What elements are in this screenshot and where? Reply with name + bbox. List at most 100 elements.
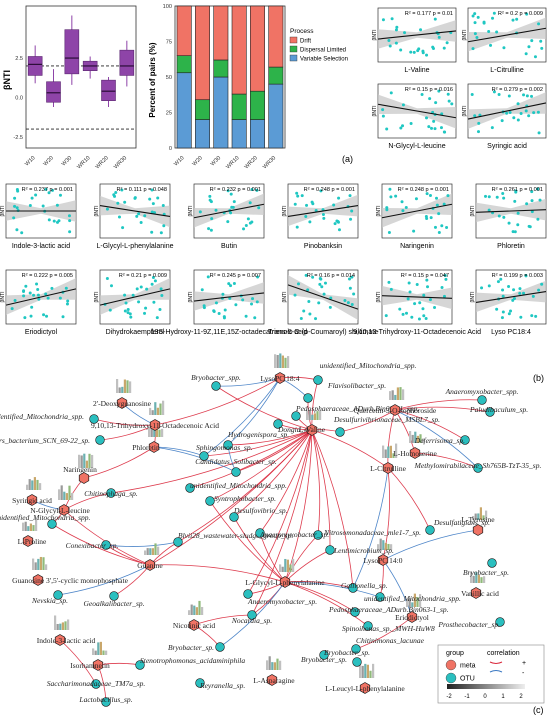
scatter-stat: R² = 0.248 p = 0.001 bbox=[398, 187, 449, 193]
otu-label: Dongia_sp. bbox=[277, 425, 313, 434]
scatter-point bbox=[394, 28, 398, 32]
scatter-point bbox=[308, 220, 312, 224]
scatter-point bbox=[444, 277, 448, 281]
scatter-point bbox=[433, 305, 437, 309]
bar-segment-drift bbox=[195, 5, 210, 101]
meta-node bbox=[274, 372, 286, 384]
regression-line bbox=[99, 288, 171, 306]
panel-c-label: (c) bbox=[533, 705, 544, 715]
scatter-point bbox=[507, 221, 511, 225]
grid-scatter-panel: R² = 0.16 p = 0.014βNTITrans-5-O-(p-Coum… bbox=[268, 269, 378, 336]
scatter-point bbox=[389, 195, 393, 199]
abundance-bar bbox=[144, 550, 147, 555]
scatter-point bbox=[435, 203, 439, 207]
scatter-point bbox=[471, 47, 475, 51]
otu-label: Bryobacter_sp. bbox=[168, 643, 214, 652]
abundance-bar bbox=[389, 391, 392, 400]
otu-label: Anaeromyxobacter_sp. bbox=[247, 597, 317, 606]
scatter-point bbox=[310, 200, 314, 204]
otu-node bbox=[363, 621, 373, 631]
scatter-point bbox=[425, 53, 429, 57]
meta-label: Guanosine 3',5'-cyclic monophosphate bbox=[12, 576, 128, 585]
scatter-stat: R² = 0.15 p = 0.047 bbox=[401, 273, 449, 279]
scatter-point bbox=[65, 302, 69, 306]
scatter-point bbox=[55, 220, 59, 224]
legend-label: Drift bbox=[300, 39, 311, 45]
otu-label: Desulfovibrio_sp. bbox=[233, 506, 288, 515]
meta-node bbox=[144, 559, 156, 571]
bar-segment-drift bbox=[176, 5, 192, 57]
scatter-point bbox=[30, 196, 34, 200]
scatter-point bbox=[150, 188, 154, 192]
otu-label: Others_bacterium_SCN_69-22_sp. bbox=[0, 436, 90, 445]
negative-edge bbox=[215, 377, 281, 387]
scatter-point bbox=[437, 35, 441, 39]
abundance-bar bbox=[279, 353, 282, 368]
stacked-ytick: 50 bbox=[166, 75, 172, 81]
scatter-point bbox=[437, 231, 441, 235]
scatter-point bbox=[473, 114, 477, 118]
otu-node bbox=[89, 414, 99, 424]
top-scatter-panel: R² = 0.15 p = 0.016βNTIN-Glycyl-L-leucin… bbox=[372, 83, 457, 150]
scatter-point bbox=[241, 298, 245, 302]
abundance-bar bbox=[284, 558, 287, 572]
meta-node bbox=[359, 682, 371, 694]
scatter-point bbox=[202, 304, 206, 308]
abundance-bar bbox=[105, 650, 108, 655]
otu-node bbox=[247, 610, 257, 620]
scatter-ylabel: βNTI bbox=[462, 30, 468, 41]
scatter-point bbox=[299, 317, 303, 321]
scatter-point bbox=[200, 288, 204, 292]
scatter-point bbox=[214, 208, 218, 212]
scatter-point bbox=[412, 229, 416, 233]
scatter-point bbox=[295, 225, 299, 229]
abundance-bar bbox=[479, 507, 482, 520]
abundance-bar bbox=[477, 575, 480, 583]
scatter-point bbox=[256, 275, 260, 279]
scatter-point bbox=[323, 281, 327, 285]
abundance-bar bbox=[28, 479, 31, 490]
scatter-point bbox=[42, 313, 46, 317]
otu-label: Bryobacter_sp. bbox=[324, 648, 370, 657]
scatter-point bbox=[350, 209, 354, 213]
abundance-bar bbox=[483, 576, 486, 583]
scatter-point bbox=[226, 220, 230, 224]
scatter-point bbox=[516, 118, 520, 122]
stacked-xtick: W10 bbox=[173, 155, 185, 167]
abundance-bar bbox=[92, 648, 95, 655]
abundance-bar bbox=[389, 445, 392, 458]
abundance-glyph bbox=[116, 378, 132, 393]
scatter-point bbox=[159, 287, 163, 291]
scatter-point bbox=[148, 197, 152, 201]
otu-node bbox=[495, 617, 505, 627]
scatter-point bbox=[128, 312, 132, 316]
positive-edge bbox=[394, 406, 491, 413]
scatter-point bbox=[477, 121, 481, 125]
scatter-point bbox=[55, 203, 59, 207]
scatter-point bbox=[440, 224, 444, 228]
otu-label: Deferrisoma_sp. bbox=[414, 436, 465, 445]
abundance-bar bbox=[126, 380, 129, 393]
scatter-point bbox=[430, 126, 434, 130]
scatter-point bbox=[112, 193, 116, 197]
legend-meta-dot bbox=[445, 659, 457, 671]
boxplot-ytick: 0.0 bbox=[15, 96, 23, 102]
scatter-point bbox=[231, 205, 235, 209]
meta-label: Quercetin-3-O-sophoroside bbox=[354, 406, 437, 415]
scatter-point bbox=[394, 41, 398, 45]
abundance-bar bbox=[475, 572, 478, 583]
scatter-title: Dihydrokaempferol bbox=[106, 329, 165, 336]
scatter-point bbox=[418, 301, 422, 305]
scatter-point bbox=[32, 293, 36, 297]
negative-edge bbox=[382, 559, 413, 618]
abundance-bar bbox=[162, 400, 165, 415]
scatter-point bbox=[432, 119, 436, 123]
abundance-bar bbox=[102, 650, 105, 655]
otu-node bbox=[352, 657, 362, 667]
scatter-point bbox=[407, 281, 411, 285]
abundance-glyph bbox=[406, 593, 422, 607]
scatter-point bbox=[404, 311, 408, 315]
scatter-point bbox=[540, 46, 544, 50]
stacked-ytick: 25 bbox=[166, 111, 172, 117]
